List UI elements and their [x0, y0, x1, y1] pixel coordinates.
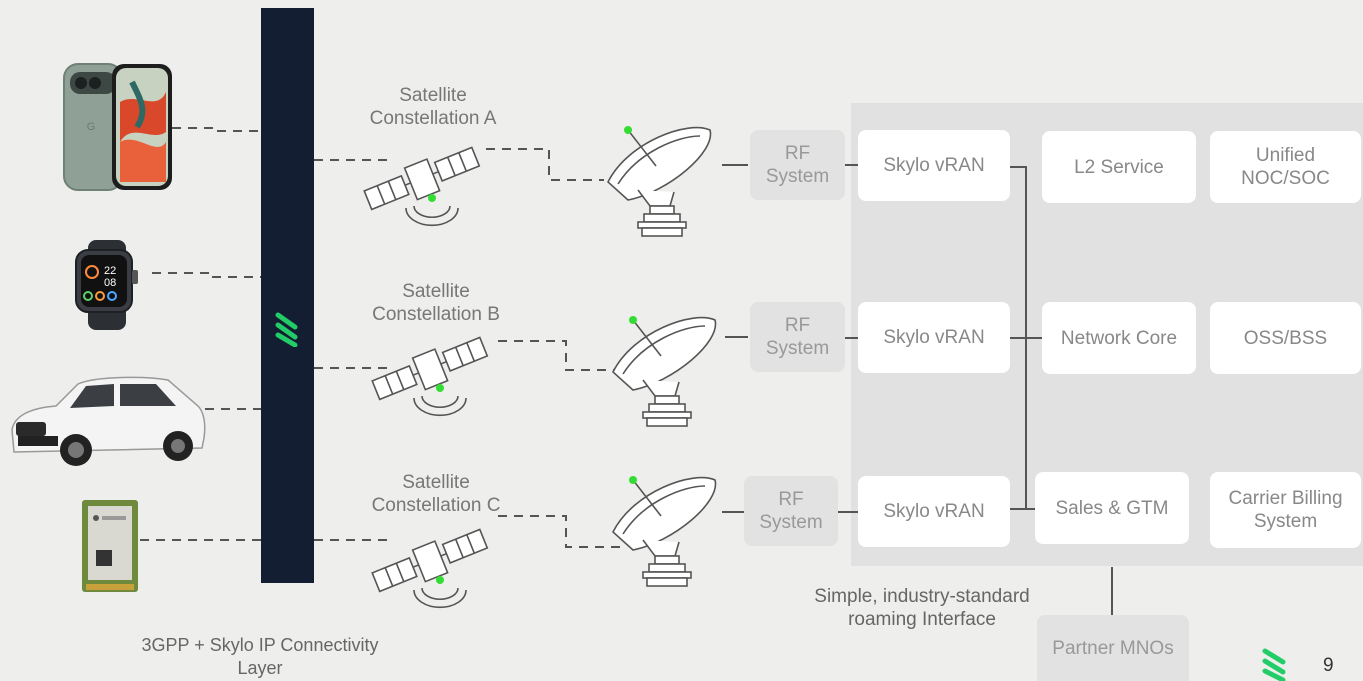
constellation-c-label: Satellite Constellation C	[371, 472, 501, 516]
carrier-billing-system: Carrier Billing System	[1210, 472, 1361, 548]
skylo-logo-icon	[275, 312, 298, 347]
page-number: 9	[1323, 655, 1334, 676]
rf-system-b: RF System	[750, 302, 845, 372]
smartwatch: 22 08	[70, 240, 154, 330]
svg-text:22: 22	[104, 265, 116, 277]
rf-system-a: RF System	[750, 130, 845, 200]
connectivity-layer-bar	[261, 8, 314, 583]
car-icon	[11, 376, 206, 466]
phone-icon: G	[63, 63, 172, 191]
constellation-a-label: Satellite Constellation A	[369, 85, 497, 129]
ground-dish-b-icon	[612, 316, 717, 427]
rf-system-c: RF System	[744, 476, 838, 546]
unified-noc-soc: Unified NOC/SOC	[1210, 131, 1361, 203]
network-core: Network Core	[1042, 302, 1196, 374]
iot-module	[82, 500, 138, 592]
ground-dish-c-icon	[612, 476, 717, 587]
skylo-vran-b: Skylo vRAN	[858, 302, 1010, 373]
l2-service: L2 Service	[1042, 131, 1196, 203]
roaming-interface-caption: Simple, industry-standard roaming Interf…	[814, 586, 1030, 630]
skylo-vran-c: Skylo vRAN	[858, 476, 1010, 547]
satellite-c-icon	[371, 528, 489, 609]
satellite-b-icon	[371, 336, 489, 417]
oss-bss: OSS/BSS	[1210, 302, 1361, 374]
svg-text:G: G	[87, 121, 96, 133]
watch-icon: 22 08	[75, 240, 138, 330]
connectivity-layer-caption: 3GPP + Skylo IP Connectivity Layer	[141, 635, 379, 678]
smartphone: G	[62, 62, 174, 192]
skylo-vran-a: Skylo vRAN	[858, 130, 1010, 201]
svg-text:08: 08	[104, 277, 116, 289]
constellation-b-label: Satellite Constellation B	[372, 281, 500, 325]
car	[6, 372, 208, 468]
sales-gtm: Sales & GTM	[1035, 472, 1189, 544]
module-icon	[82, 500, 138, 592]
satellite-a-icon	[363, 146, 481, 227]
ground-dish-a-icon	[607, 126, 712, 237]
footer-logo-icon	[1262, 648, 1286, 681]
partner-mnos: Partner MNOs	[1037, 615, 1189, 681]
